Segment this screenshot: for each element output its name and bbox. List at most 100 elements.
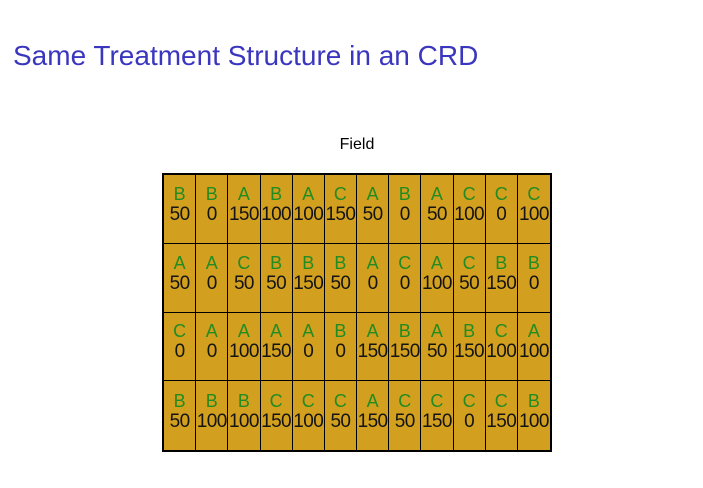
rate-value: 50 — [459, 272, 480, 294]
treatment-letter: A — [205, 252, 218, 273]
treatment-letter: B — [205, 390, 218, 411]
rate-value: 0 — [206, 203, 218, 225]
treatment-letter: C — [301, 390, 315, 411]
treatment-letter: C — [398, 390, 412, 411]
rate-value: 0 — [303, 341, 314, 363]
field-label: Field — [339, 136, 375, 153]
rate-value: 100 — [454, 203, 485, 225]
treatment-letter: A — [302, 321, 315, 342]
rate-value: 0 — [399, 203, 411, 225]
rate-value: 100 — [293, 203, 324, 225]
rate-value: 50 — [426, 203, 448, 225]
treatment-letter: B — [237, 390, 250, 411]
rate-value: 100 — [228, 341, 260, 363]
treatment-letter: B — [527, 390, 540, 411]
treatment-letter: B — [495, 252, 508, 273]
rate-value: 0 — [206, 272, 218, 294]
treatment-letter: C — [173, 321, 187, 342]
rate-value: 50 — [426, 341, 448, 363]
rate-value: 0 — [464, 410, 475, 432]
rate-value: 150 — [389, 341, 421, 363]
treatment-letter: B — [173, 390, 186, 411]
treatment-letter: A — [430, 183, 443, 204]
rate-value: 150 — [486, 272, 517, 294]
treatment-letter: C — [462, 183, 476, 204]
rate-value: 50 — [233, 272, 255, 294]
rate-value: 100 — [228, 410, 260, 432]
treatment-letter: C — [527, 183, 541, 204]
rate-value: 100 — [518, 410, 550, 432]
rate-value: 150 — [261, 341, 292, 363]
rate-value: 100 — [421, 272, 453, 294]
treatment-letter: C — [462, 390, 476, 411]
rate-value: 50 — [394, 410, 416, 432]
rate-value: 150 — [421, 410, 453, 432]
rate-value: 0 — [399, 272, 411, 294]
rate-value: 100 — [196, 410, 228, 432]
treatment-letter: C — [462, 252, 476, 273]
rate-value: 50 — [362, 203, 384, 225]
treatment-letter: B — [173, 183, 186, 204]
rate-value: 50 — [266, 272, 287, 294]
treatment-letter: B — [302, 252, 315, 273]
treatment-letter: B — [527, 252, 540, 273]
treatment-letter: A — [366, 183, 379, 204]
rate-value: 0 — [496, 203, 507, 225]
treatment-letter: B — [270, 183, 283, 204]
rate-value: 0 — [367, 272, 379, 294]
treatment-letter: A — [366, 321, 379, 342]
treatment-letter: A — [430, 321, 443, 342]
rate-value: 100 — [486, 341, 517, 363]
treatment-letter: B — [463, 321, 476, 342]
treatment-letter: A — [430, 252, 443, 273]
rate-value: 100 — [518, 203, 550, 225]
treatment-letter: C — [333, 390, 347, 411]
rate-value: 50 — [169, 203, 191, 225]
treatment-letter: B — [334, 321, 347, 342]
treatment-letter: A — [527, 321, 540, 342]
rate-value: 50 — [169, 272, 191, 294]
rate-value: 100 — [293, 410, 324, 432]
rate-value: 150 — [357, 341, 389, 363]
treatment-letter: A — [302, 183, 315, 204]
treatment-letter: B — [398, 183, 411, 204]
rate-value: 100 — [261, 203, 292, 225]
rate-value: 150 — [293, 272, 324, 294]
treatment-letter: A — [270, 321, 283, 342]
treatment-letter: A — [173, 252, 186, 273]
treatment-letter: B — [398, 321, 411, 342]
treatment-letter: B — [270, 252, 283, 273]
